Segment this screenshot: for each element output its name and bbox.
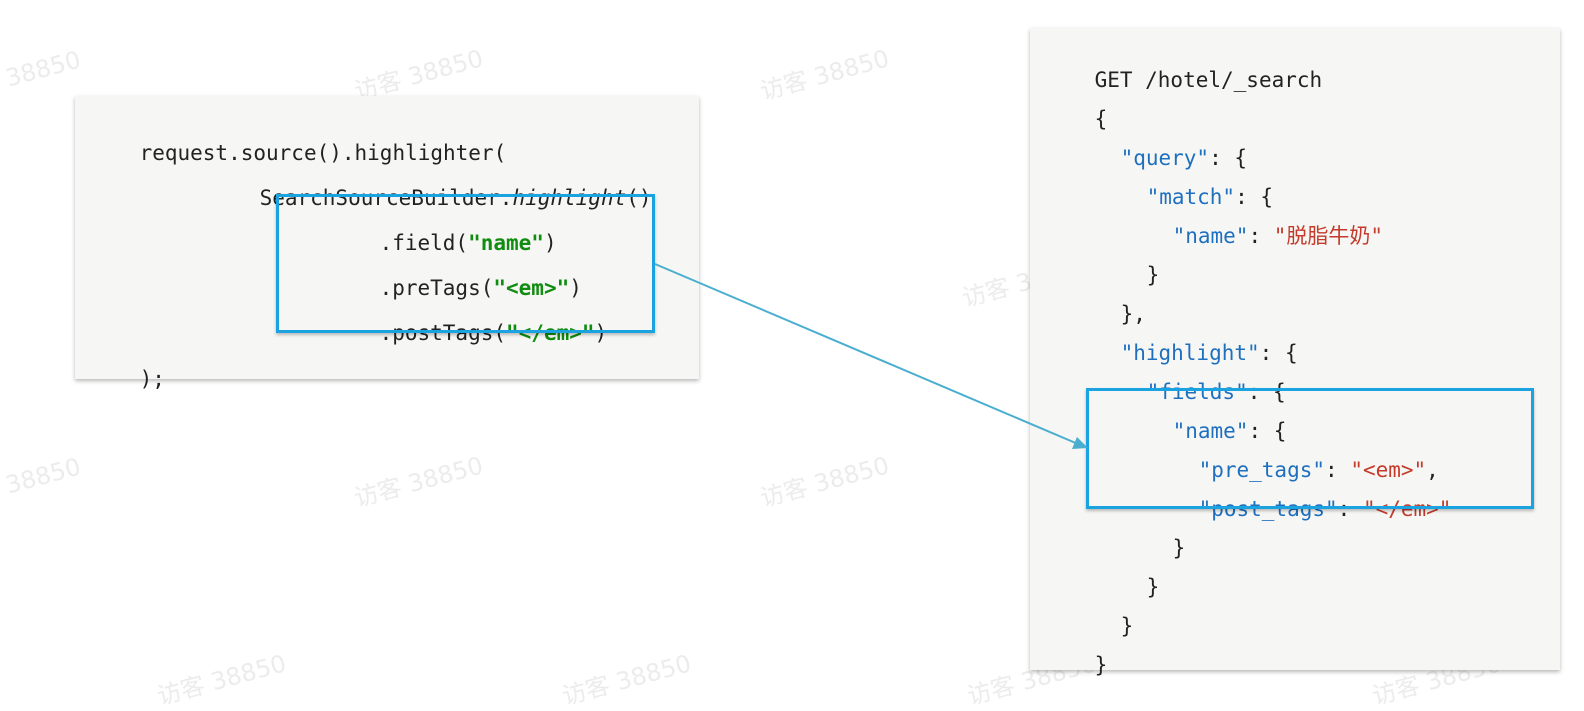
arrow-line: [654, 263, 1079, 445]
code-line: }: [1096, 548, 1160, 626]
string-literal: "<em>": [493, 276, 570, 300]
code-text: .field(: [379, 231, 469, 255]
code-text: (): [626, 186, 652, 210]
arrow-head-icon: [1072, 437, 1088, 449]
code-line: "name": {: [1122, 392, 1287, 470]
code-text: .preTags(: [379, 276, 494, 300]
code-line: GET /hotel/_search: [1044, 41, 1323, 119]
code-text: :: [1337, 497, 1363, 521]
code-text: SearchSourceBuilder.: [259, 186, 513, 210]
code-text: ,: [1426, 458, 1439, 482]
json-string: "脱脂牛奶": [1273, 224, 1384, 248]
code-line: request.source().highlighter(: [89, 114, 507, 192]
code-text: {: [1094, 107, 1108, 131]
dsl-code-panel: GET /hotel/_search { "query": { "match":…: [1030, 28, 1560, 677]
code-text: : {: [1235, 185, 1274, 209]
code-line: "name": "脱脂牛奶": [1122, 197, 1383, 275]
code-line: "highlight": {: [1070, 314, 1298, 392]
request-line: GET /hotel/_search: [1094, 68, 1323, 92]
code-text: }: [1146, 575, 1160, 599]
dsl-highlight-box: [1086, 388, 1534, 509]
json-key: "name": [1172, 419, 1249, 443]
json-key: "fields": [1146, 380, 1248, 404]
connector-arrow: [654, 263, 1088, 449]
code-line: "query": {: [1070, 119, 1247, 197]
code-line: "fields": {: [1096, 353, 1286, 431]
json-key: "query": [1120, 146, 1210, 170]
json-key: "name": [1172, 224, 1249, 248]
code-line: "post_tags": "</em>": [1148, 470, 1452, 548]
code-text: : {: [1247, 380, 1286, 404]
code-line: },: [1070, 275, 1146, 353]
string-literal: "name": [468, 231, 544, 255]
json-key: "match": [1146, 185, 1236, 209]
code-line: .preTags("<em>"): [329, 249, 582, 327]
code-text: ): [543, 231, 557, 255]
code-line: SearchSourceBuilder.highlight(): [209, 159, 652, 237]
code-line: "pre_tags": "<em>",: [1148, 431, 1439, 509]
code-text: }: [1172, 536, 1186, 560]
code-line: }: [1070, 587, 1134, 665]
java-highlight-box: [276, 194, 655, 333]
code-line: }: [1096, 236, 1160, 314]
code-text: ): [594, 321, 608, 345]
json-string: "</em>": [1362, 497, 1452, 521]
code-text: },: [1120, 302, 1146, 326]
json-key: "highlight": [1120, 341, 1260, 365]
code-line: );: [89, 340, 165, 418]
code-text: }: [1146, 263, 1160, 287]
string-literal: "</em>": [506, 321, 595, 345]
code-text: : {: [1248, 419, 1287, 443]
code-text: : {: [1259, 341, 1298, 365]
code-line: }: [1044, 626, 1108, 704]
json-key: "pre_tags": [1198, 458, 1326, 482]
code-text: request.source().highlighter(: [139, 141, 507, 165]
code-text: :: [1248, 224, 1274, 248]
code-line: "match": {: [1096, 158, 1273, 236]
code-text: :: [1325, 458, 1351, 482]
code-line: }: [1122, 509, 1186, 587]
code-text: }: [1094, 653, 1108, 677]
json-key: "post_tags": [1198, 497, 1338, 521]
code-text: }: [1120, 614, 1134, 638]
code-text: );: [139, 367, 165, 391]
code-text: : {: [1209, 146, 1248, 170]
code-text: ): [569, 276, 582, 300]
code-line: .field("name"): [329, 204, 557, 282]
json-string: "<em>": [1350, 458, 1427, 482]
highlight-method: highlight: [512, 186, 627, 210]
code-text: .postTags(: [379, 321, 507, 345]
code-line: {: [1044, 80, 1108, 158]
code-line: .postTags("</em>"): [329, 294, 608, 372]
